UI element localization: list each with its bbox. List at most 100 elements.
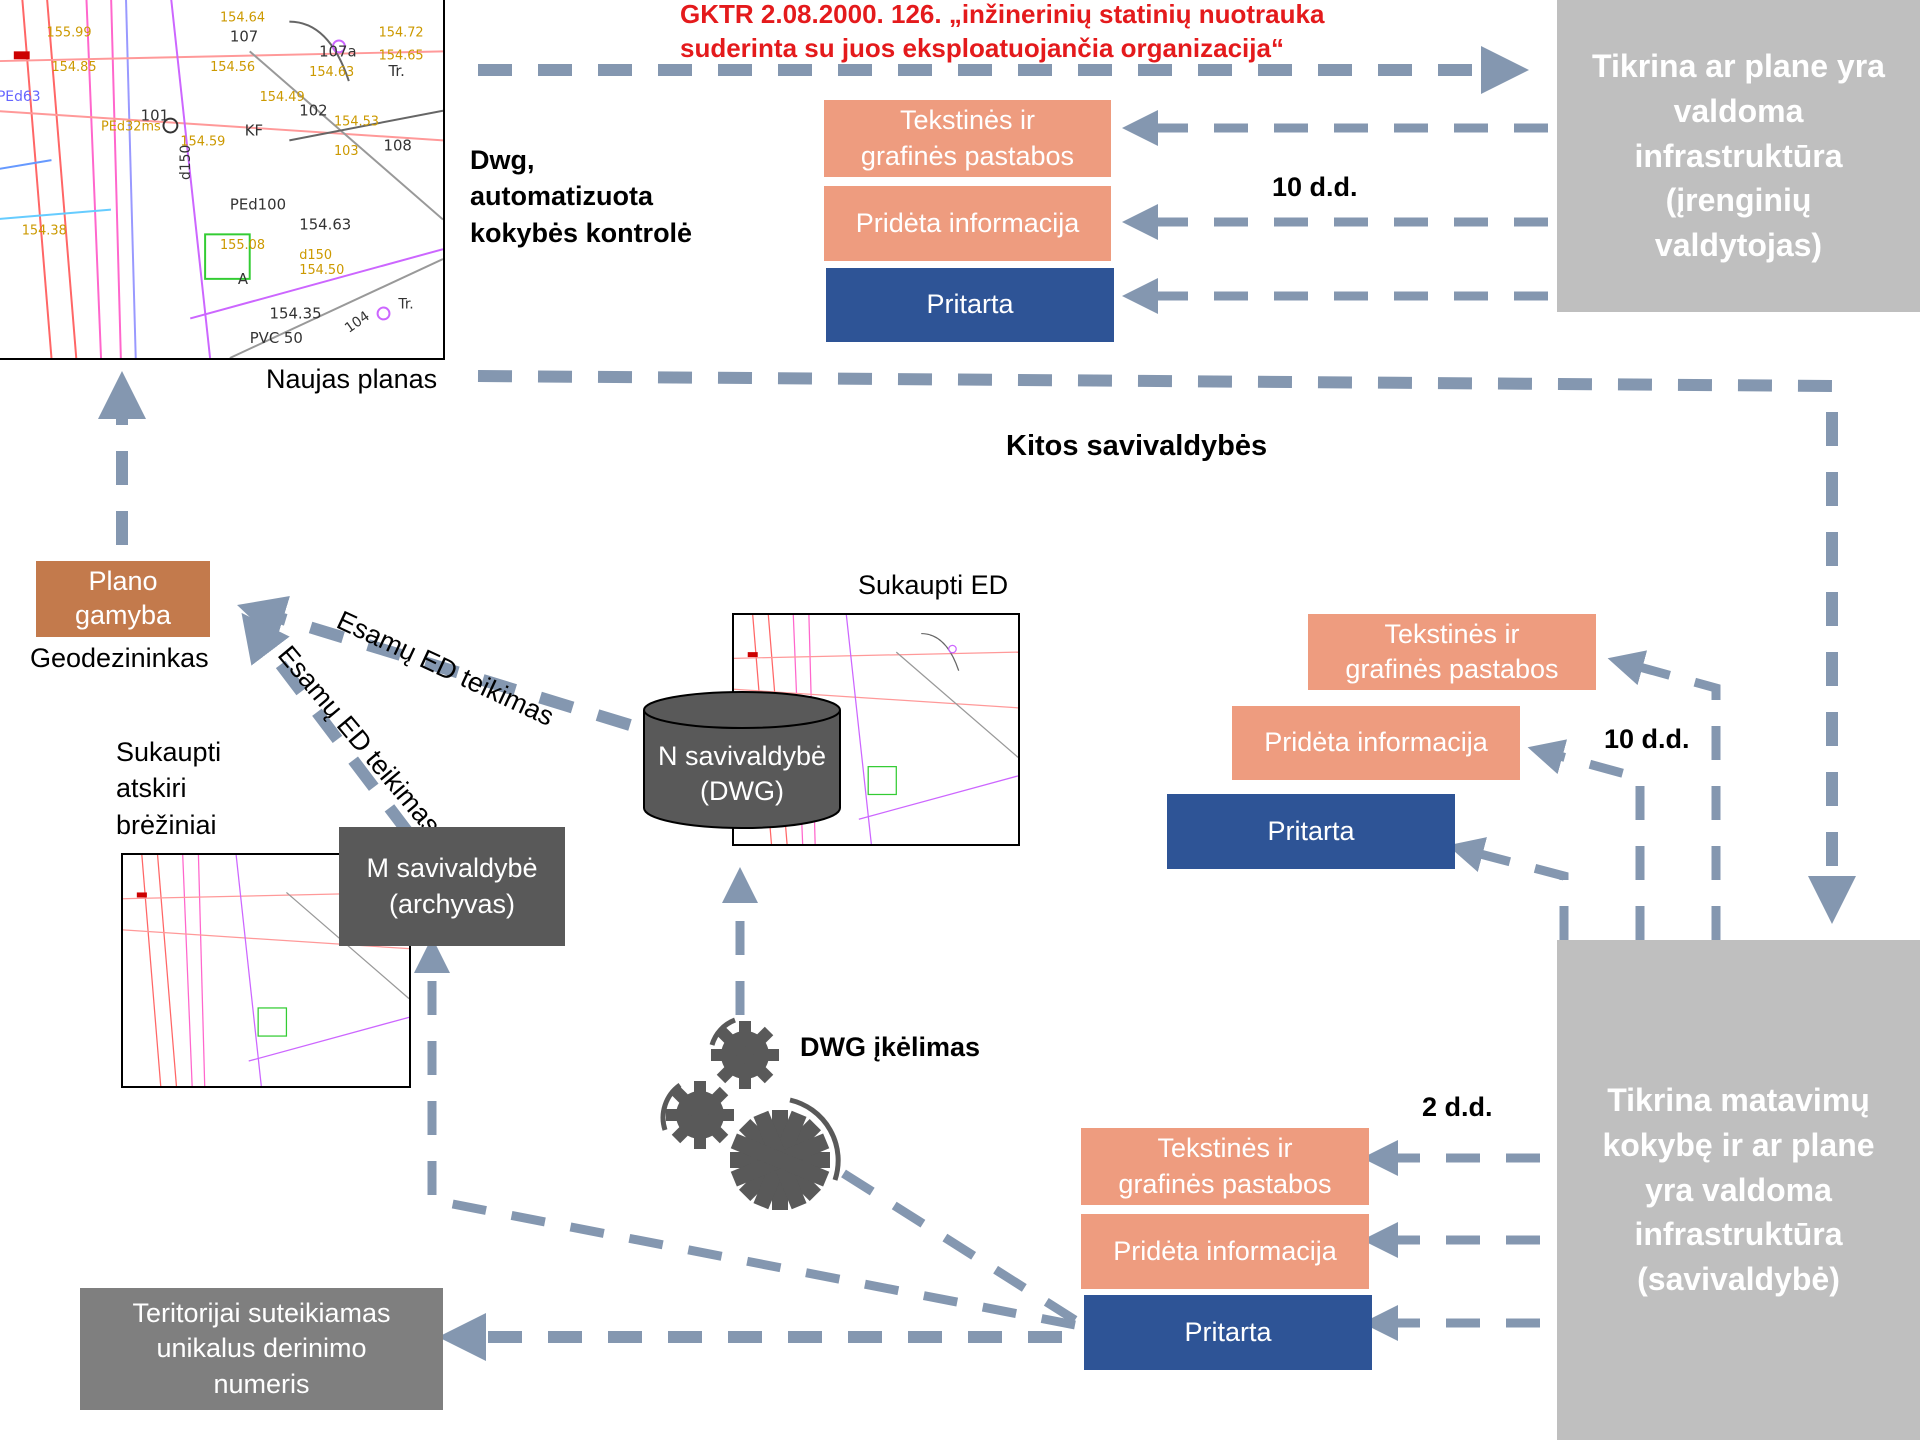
plan-production-line-2: gamyba (74, 600, 172, 630)
plan-text: KF (245, 121, 263, 139)
bottom-remarks-box: Tekstinės ir grafinės pastabos (1081, 1128, 1369, 1205)
plan-text: 154.35 (270, 304, 322, 322)
new-plan-label: Naujas planas (266, 364, 438, 394)
other-municipalities-label: Kitos savivaldybės (1006, 430, 1268, 462)
bottom-days-label: 2 d.d. (1422, 1092, 1493, 1122)
bottom-remarks-line-2: grafinės pastabos (1118, 1168, 1332, 1199)
plan-text: 154.49 (260, 90, 305, 105)
device-owner-line-4: (įrenginių (1665, 182, 1812, 219)
n-municipality-line-2: (DWG) (700, 776, 784, 806)
plan-text: 103 (334, 144, 359, 159)
device-owner-line-3: infrastruktūra (1634, 137, 1843, 174)
plan-text: 107a (319, 42, 356, 60)
municipality-check-line-3: yra valdoma (1645, 1171, 1832, 1208)
top-approved-box: Pritarta (826, 268, 1114, 342)
plan-text: 104 (342, 308, 373, 336)
bottom-added-info-box: Pridėta informacija (1081, 1214, 1369, 1289)
top-added-info-box: Pridėta informacija (824, 186, 1111, 261)
device-owner-line-5: valdytojas) (1654, 227, 1823, 264)
municipality-check-line-1: Tikrina matavimų (1607, 1082, 1870, 1118)
municipality-check-line-4: infrastruktūra (1634, 1216, 1843, 1253)
plan-text: 154.85 (51, 60, 96, 75)
mid-added-info-box: Pridėta informacija (1232, 706, 1520, 780)
n-municipality-line-1: N savivaldybė (657, 740, 827, 771)
plan-text: PVC 50 (250, 329, 303, 347)
plan-production-line-1: Plano (88, 566, 158, 597)
plan-text: PEd32ms (101, 119, 161, 134)
plan-text: 154.63 (309, 65, 354, 80)
accumulated-drawings-line-1: Sukaupti (116, 737, 222, 767)
plan-text: 154.65 (379, 48, 424, 63)
top-added-info-label: Pridėta informacija (855, 207, 1080, 238)
mid-remarks-line-2: grafinės pastabos (1345, 654, 1559, 684)
mid-approved-box: Pritarta (1167, 794, 1455, 869)
m-municipality-line-1: M savivaldybė (366, 853, 538, 884)
plan-text: 155.08 (220, 238, 265, 253)
arrow-mid-approved (1447, 837, 1569, 940)
plan-text: d150 (178, 145, 194, 180)
plan-text: Tr. (387, 62, 404, 80)
plan-text: 154.50 (299, 263, 344, 278)
plan-text: 101 (141, 107, 169, 125)
top-remarks-line-2: grafinės pastabos (860, 140, 1075, 171)
m-municipality-line-2: (archyvas) (388, 888, 516, 919)
accumulated-drawings-line-2: atskiri (116, 773, 187, 804)
plan-text: PEd100 (230, 196, 286, 214)
plan-text: A (238, 270, 249, 288)
bottom-approved-label: Pritarta (1184, 1316, 1272, 1347)
legal-note-line-2: suderinta su juos eksploatuojančia organ… (680, 32, 1284, 63)
plan-text: 154.59 (180, 134, 225, 149)
plan-text: 154.64 (220, 11, 265, 26)
mid-days-label: 10 d.d. (1604, 724, 1690, 754)
arrow-to-gears (832, 1164, 1078, 1324)
mid-added-info-label: Pridėta informacija (1264, 727, 1488, 758)
plan-text: 154.38 (22, 223, 67, 238)
top-approved-label: Pritarta (926, 289, 1014, 320)
unique-number-box: Teritorijai suteikiamas unikalus derinim… (80, 1288, 443, 1410)
dwg-quality-line-1: Dwg, (470, 145, 535, 175)
legal-note: GKTR 2.08.2000. 126. „inžinerinių statin… (680, 0, 1324, 66)
top-remarks-box: Tekstinės ir grafinės pastabos (824, 100, 1111, 177)
accumulated-drawings-label: Sukaupti atskiri brėžiniai (116, 734, 221, 843)
gears-icon (660, 1017, 841, 1210)
plan-text: 154.63 (299, 215, 351, 233)
bottom-approved-box: Pritarta (1084, 1295, 1372, 1370)
surveyor-label: Geodezininkas (30, 643, 209, 673)
plan-text: 154.72 (379, 26, 424, 41)
plan-text: 154.53 (334, 115, 379, 130)
mid-remarks-box: Tekstinės ir grafinės pastabos (1308, 614, 1596, 690)
plan-text: 107 (230, 27, 258, 45)
device-owner-check-box: Tikrina ar plane yra valdoma infrastrukt… (1557, 0, 1920, 312)
accumulated-ed-label: Sukaupti ED (858, 570, 1009, 600)
arrow-new-plan-route (477, 370, 1856, 924)
bottom-remarks-line-1: Tekstinės ir (1157, 1133, 1293, 1164)
arrow-existing-ed-2 (241, 612, 415, 839)
device-owner-line-2: valdoma (1673, 92, 1804, 129)
plan-text: Tr. (397, 297, 413, 313)
unique-number-line-3: numeris (213, 1368, 310, 1399)
mid-remarks-line-1: Tekstinės ir (1384, 618, 1520, 649)
top-days-label: 10 d.d. (1272, 172, 1358, 202)
municipality-check-box: Tikrina matavimų kokybę ir ar plane yra … (1557, 940, 1920, 1440)
mid-approved-label: Pritarta (1267, 815, 1355, 846)
municipality-check-line-2: kokybę ir ar plane (1602, 1126, 1875, 1163)
bottom-added-info-label: Pridėta informacija (1113, 1235, 1337, 1266)
accumulated-drawings-line-3: brėžiniai (116, 809, 217, 840)
municipality-check-line-5: (savivaldybė) (1637, 1261, 1840, 1298)
arrow-existing-ed-1 (237, 596, 632, 731)
dwg-quality-line-2: automatizuota (470, 181, 654, 212)
plan-text: 108 (384, 136, 412, 154)
plan-image-top: 155.99 154.64 154.72 154.65 154.85 154.5… (0, 0, 445, 360)
plan-text: 102 (299, 102, 327, 120)
top-remarks-line-1: Tekstinės ir (899, 105, 1036, 136)
m-municipality-box: M savivaldybė (archyvas) (339, 827, 565, 946)
plan-text: d150 (299, 248, 332, 263)
plan-text: 154.56 (210, 60, 255, 75)
dwg-upload-label: DWG įkėlimas (800, 1032, 981, 1062)
n-municipality-database: N savivaldybė (DWG) (642, 690, 842, 830)
plan-text: 155.99 (47, 26, 92, 41)
arrow-mid-info (1527, 739, 1645, 940)
device-owner-line-1: Tikrina ar plane yra (1592, 48, 1885, 84)
